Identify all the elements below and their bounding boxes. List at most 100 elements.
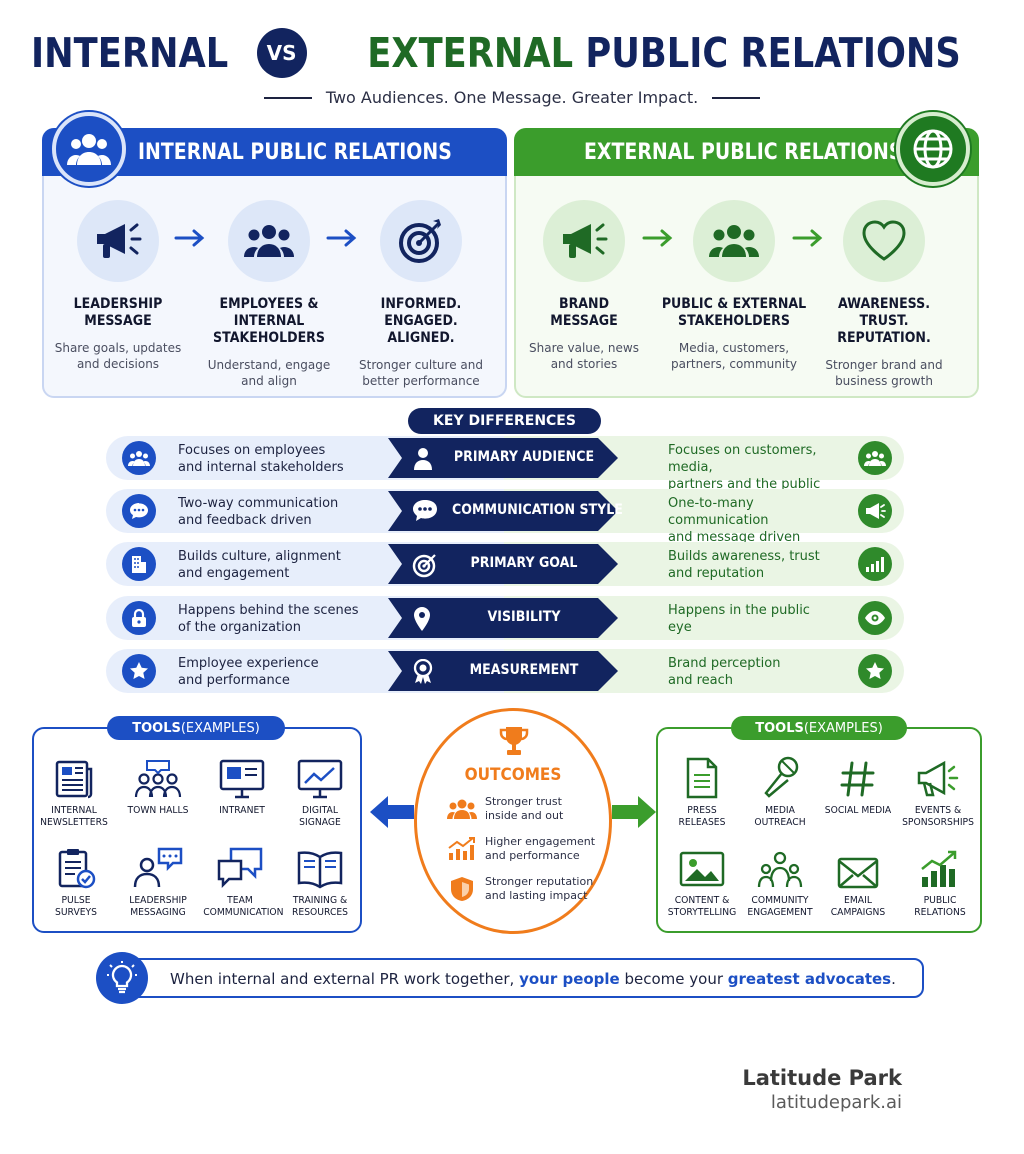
megaphone-icon xyxy=(858,494,892,528)
difference-label: PRIMARY AUDIENCE xyxy=(388,438,618,478)
step-name: AWARENESS. TRUST. REPUTATION. xyxy=(837,296,931,346)
outcomes-heading: OUTCOMES xyxy=(464,765,562,785)
tag-bold: TOOLS xyxy=(755,720,804,736)
internal-panel-title: INTERNAL PUBLIC RELATIONS xyxy=(138,139,452,165)
closing-banner: When internal and external PR work toget… xyxy=(110,958,924,998)
external-panel-title: EXTERNAL PUBLIC RELATIONS xyxy=(584,139,903,165)
external-difference-text: Brand perception and reach xyxy=(668,656,781,688)
title-external: EXTERNAL PUBLIC RELATIONS xyxy=(367,29,961,77)
outcome-item: Higher engagement and performance xyxy=(447,835,597,863)
outcome-item: Stronger trust inside and out xyxy=(447,795,597,823)
internal-tools-tag: TOOLS (EXAMPLES) xyxy=(107,716,285,740)
tool-label: PRESS RELEASES xyxy=(678,805,726,828)
building-icon xyxy=(122,547,156,581)
intranet-icon xyxy=(202,755,282,799)
arrow-right-icon xyxy=(642,229,673,247)
tool-events-sponsorships: EVENTS & SPONSORSHIPS xyxy=(898,755,978,829)
tool-label: PUBLIC RELATIONS xyxy=(914,895,966,918)
external-tools-tag: TOOLS (EXAMPLES) xyxy=(731,716,907,740)
brand-url[interactable]: latitudepark.ai xyxy=(770,1092,902,1113)
eye-icon xyxy=(858,601,892,635)
target-icon xyxy=(412,552,438,578)
external-difference-text: Focuses on customers, media, partners an… xyxy=(668,443,821,492)
key-difference-row: Focuses on employees and internal stakeh… xyxy=(106,436,904,492)
envelope-icon xyxy=(818,845,898,889)
outcome-text: Higher engagement and performance xyxy=(485,835,596,862)
tool-label: MEDIA OUTREACH xyxy=(754,805,806,828)
internal-step-employees: EMPLOYEES & INTERNAL STAKEHOLDERS Unders… xyxy=(194,200,344,389)
tool-email-campaigns: EMAIL CAMPAIGNS xyxy=(818,845,898,919)
external-difference-text: Builds awareness, trust and reputation xyxy=(668,549,820,581)
tool-label: TRAINING & RESOURCES xyxy=(291,895,349,918)
microphone-icon xyxy=(740,755,820,799)
bar-growth-icon xyxy=(900,845,980,889)
step-name: PUBLIC & EXTERNAL STAKEHOLDERS xyxy=(661,296,807,329)
tool-label: INTERNAL NEWSLETTERS xyxy=(40,805,108,828)
arrow-right-icon xyxy=(612,796,656,828)
people-icon xyxy=(693,200,775,282)
leadership-messaging-icon xyxy=(118,845,198,889)
divider xyxy=(263,96,312,99)
step-desc: Share goals, updates and decisions xyxy=(54,341,182,371)
tool-pulse-surveys: PULSE SURVEYS xyxy=(36,845,116,919)
external-difference-text: Happens in the public eye xyxy=(668,603,810,635)
difference-label-text: COMMUNICATION STYLE xyxy=(452,502,623,518)
external-step-awareness: AWARENESS. TRUST. REPUTATION. Stronger b… xyxy=(809,200,959,389)
arrow-right-icon xyxy=(792,229,823,247)
people-icon xyxy=(122,441,156,475)
award-ribbon-icon xyxy=(412,659,434,685)
outcomes-circle: OUTCOMES Stronger trust inside and out H… xyxy=(414,708,612,934)
divider xyxy=(712,96,761,99)
town-hall-icon xyxy=(118,755,198,799)
tool-digital-signage: DIGITAL SIGNAGE xyxy=(280,755,360,829)
tool-training-resources: TRAINING & RESOURCES xyxy=(280,845,360,919)
tool-media-outreach: MEDIA OUTREACH xyxy=(740,755,820,829)
tag-rest: (EXAMPLES) xyxy=(180,720,260,736)
banner-pre: When internal and external PR work toget… xyxy=(170,970,520,988)
internal-difference-text: Happens behind the scenes of the organiz… xyxy=(178,603,359,635)
people-icon xyxy=(447,799,477,819)
book-icon xyxy=(280,845,360,889)
tool-label: LEADERSHIP MESSAGING xyxy=(129,895,187,918)
internal-tools-box: TOOLS (EXAMPLES) INTERNAL NEWSLETTERS TO… xyxy=(32,716,362,933)
title-external-word: EXTERNAL xyxy=(366,29,573,77)
difference-label: PRIMARY GOAL xyxy=(388,544,618,584)
step-desc: Understand, engage and align xyxy=(207,358,331,388)
external-step-brand: BRAND MESSAGE Share value, news and stor… xyxy=(509,200,659,372)
step-name: LEADERSHIP MESSAGE xyxy=(73,296,163,329)
tool-content-storytelling: CONTENT & STORYTELLING xyxy=(662,845,742,919)
key-differences-title: KEY DIFFERENCES xyxy=(408,408,601,434)
title-pr-word: PUBLIC RELATIONS xyxy=(585,29,961,77)
arrow-right-icon xyxy=(326,229,357,247)
image-icon xyxy=(662,845,742,889)
vs-badge: VS xyxy=(256,28,307,78)
internal-difference-text: Employee experience and performance xyxy=(178,656,319,688)
tool-label: TOWN HALLS xyxy=(127,805,189,816)
tool-label: TEAM COMMUNICATION xyxy=(203,895,284,918)
internal-difference-text: Two-way communication and feedback drive… xyxy=(178,496,339,528)
tool-internal-newsletters: INTERNAL NEWSLETTERS xyxy=(34,755,114,829)
tag-rest: (EXAMPLES) xyxy=(803,720,883,736)
outcome-text: Stronger reputation and lasting impact xyxy=(485,875,594,902)
external-tools-box: TOOLS (EXAMPLES) PRESS RELEASES MEDIA OU… xyxy=(656,716,982,933)
trophy-icon xyxy=(499,727,529,755)
tag-bold: TOOLS xyxy=(132,720,181,736)
people-icon xyxy=(228,200,310,282)
step-desc: Stronger culture and better performance xyxy=(359,358,483,388)
tool-team-communication: TEAM COMMUNICATION xyxy=(200,845,284,919)
banner-highlight-people: your people xyxy=(519,970,620,988)
internal-difference-text: Focuses on employees and internal stakeh… xyxy=(178,443,344,475)
tool-label: DIGITAL SIGNAGE xyxy=(299,805,341,828)
location-pin-icon xyxy=(412,606,432,632)
banner-post: . xyxy=(891,970,896,988)
external-step-stakeholders: PUBLIC & EXTERNAL STAKEHOLDERS Media, cu… xyxy=(659,200,809,372)
title-internal: INTERNAL xyxy=(31,29,229,77)
tool-community-engagement: COMMUNITY ENGAGEMENT xyxy=(740,845,820,919)
arrow-right-icon xyxy=(174,229,205,247)
tool-press-releases: PRESS RELEASES xyxy=(662,755,742,829)
brand-logo: Latitude Park latitudepark.ai xyxy=(742,1066,902,1113)
difference-label: COMMUNICATION STYLE xyxy=(388,491,623,531)
step-name: INFORMED. ENGAGED. ALIGNED. xyxy=(380,296,462,346)
survey-icon xyxy=(36,845,116,889)
